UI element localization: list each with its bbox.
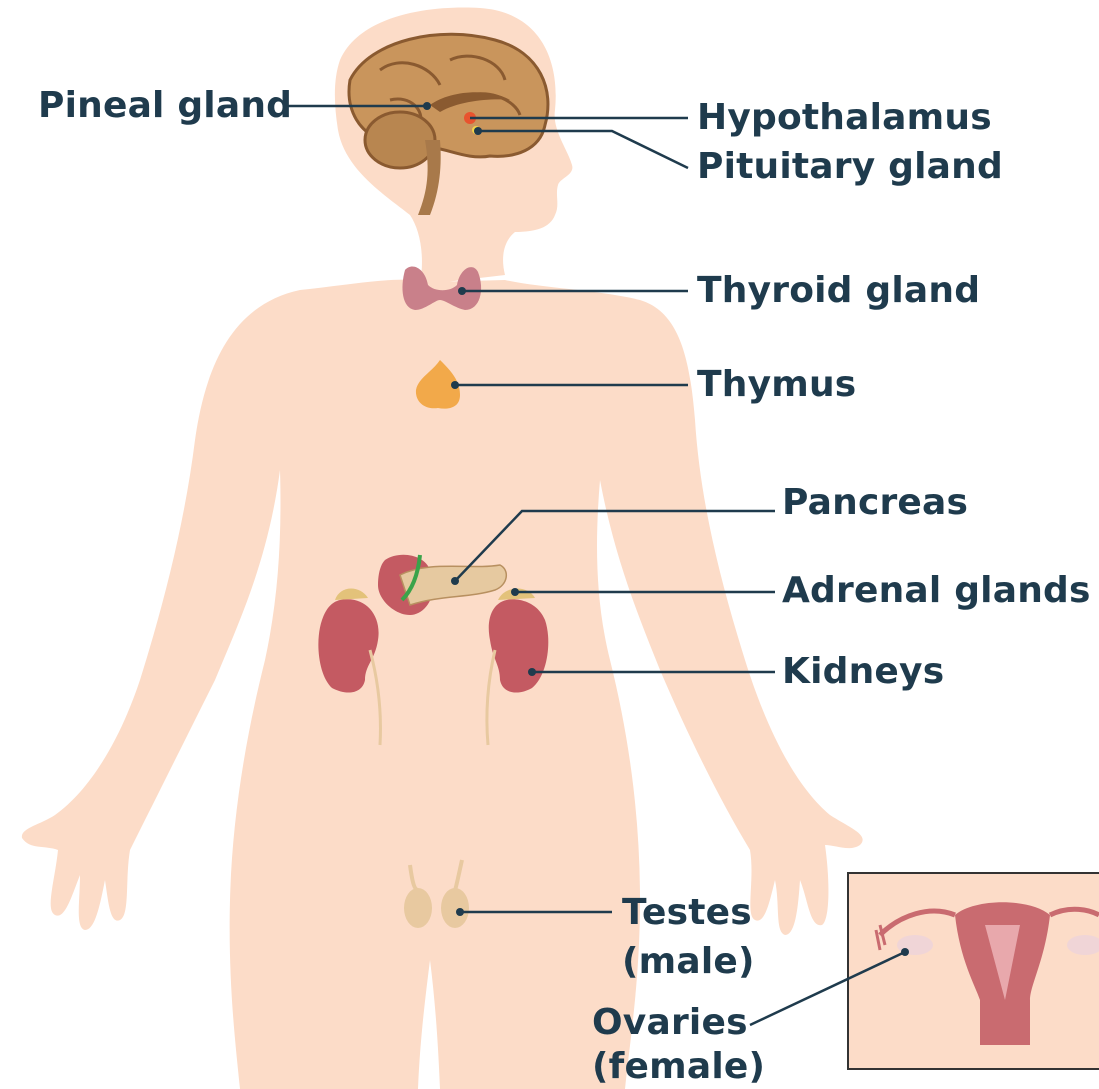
- label-testes-male: (male): [622, 940, 755, 984]
- label-ovaries-female: (female): [592, 1045, 765, 1089]
- label-pancreas: Pancreas: [782, 481, 968, 525]
- label-ovaries: Ovaries: [592, 1001, 748, 1045]
- label-kidneys: Kidneys: [782, 650, 944, 694]
- label-testes: Testes: [622, 891, 752, 935]
- ovaries-inset: [848, 873, 1099, 1069]
- label-thymus: Thymus: [697, 363, 856, 407]
- label-pineal-gland: Pineal gland: [38, 84, 292, 128]
- label-thyroid-gland: Thyroid gland: [697, 269, 980, 313]
- label-pituitary-gland: Pituitary gland: [697, 145, 1003, 189]
- label-adrenal-glands: Adrenal glands: [782, 569, 1091, 613]
- label-hypothalamus: Hypothalamus: [697, 96, 992, 140]
